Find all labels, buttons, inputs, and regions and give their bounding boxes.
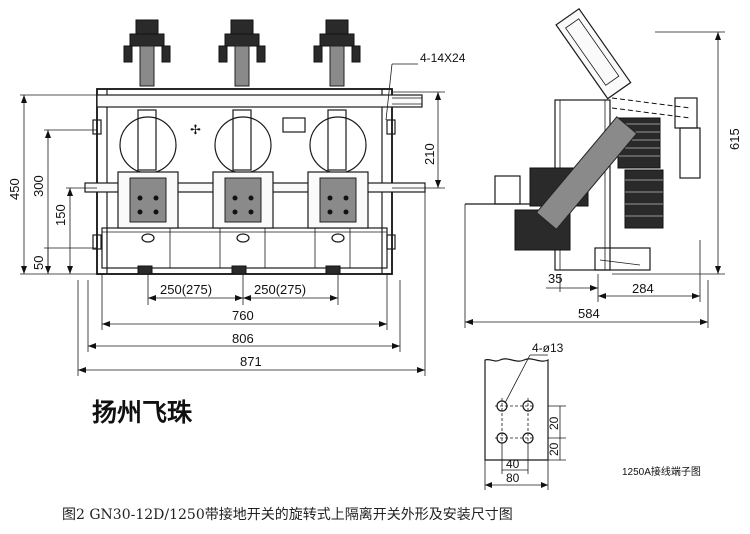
dim-615: 615 xyxy=(727,128,742,150)
svg-text:✢: ✢ xyxy=(190,122,201,137)
pole-2 xyxy=(212,19,274,243)
pole-1 xyxy=(117,19,179,243)
dim-20-upper: 20 xyxy=(547,416,561,430)
terminal-plate xyxy=(484,358,549,461)
figure-caption: 图2 GN30-12D/1250带接地开关的旋转式上隔离开关外形及安装尺寸图 xyxy=(62,506,513,523)
dim-35: 35 xyxy=(548,271,562,286)
front-view: ✢ 4-14X24 210 450 300 150 50 xyxy=(7,19,466,376)
dim-40: 40 xyxy=(506,457,520,471)
dim-806: 806 xyxy=(232,331,254,346)
nameplate xyxy=(282,117,306,133)
dim-250-275-left: 250(275) xyxy=(160,282,212,297)
terminal-detail: 4-ø13 20 20 40 80 1250A接线端子图 xyxy=(484,341,701,490)
dim-584: 584 xyxy=(578,306,600,321)
dim-150: 150 xyxy=(53,204,68,226)
dim-80: 80 xyxy=(506,471,520,485)
dim-284: 284 xyxy=(632,281,654,296)
lower-insulator xyxy=(624,169,664,229)
dim-50: 50 xyxy=(31,256,46,270)
brand-name: 扬州飞珠 xyxy=(92,398,193,427)
dim-871: 871 xyxy=(240,354,262,369)
dim-4-14x24: 4-14X24 xyxy=(420,51,466,65)
dim-250-275-right: 250(275) xyxy=(254,282,306,297)
pole-3 xyxy=(307,19,369,243)
rotating-insulator xyxy=(535,116,638,231)
terminal-label: 1250A接线端子图 xyxy=(622,465,701,478)
dim-210: 210 xyxy=(422,143,437,165)
operating-handle xyxy=(555,7,632,100)
dim-4-phi13: 4-ø13 xyxy=(532,341,564,355)
side-view: 615 35 284 584 xyxy=(464,7,742,328)
top-shaft xyxy=(96,94,423,108)
dim-760: 760 xyxy=(232,308,254,323)
dim-300: 300 xyxy=(31,175,46,197)
dim-450: 450 xyxy=(7,178,22,200)
dim-20-lower: 20 xyxy=(547,442,561,456)
